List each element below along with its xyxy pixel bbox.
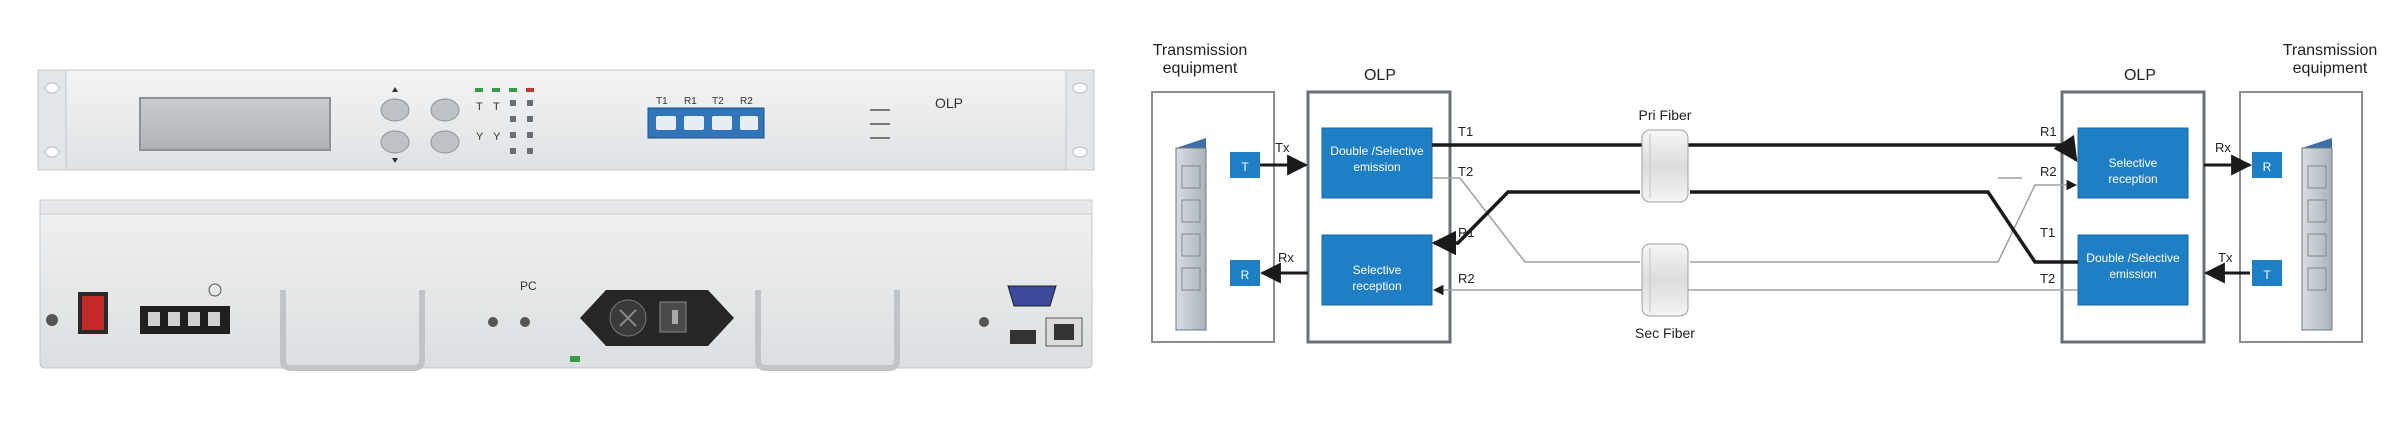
- port-r1-label: R1: [1458, 225, 1475, 240]
- left-rx-port: [1230, 260, 1260, 286]
- svg-text:T: T: [2263, 268, 2271, 282]
- right-tx-port: [2252, 260, 2282, 286]
- keypad: [380, 98, 460, 154]
- right-sender-box: [2077, 234, 2189, 306]
- svg-text:R: R: [2263, 160, 2272, 174]
- led-label: T: [476, 101, 483, 113]
- primary-fiber-label: Pri Fiber: [1639, 107, 1692, 123]
- handle-left: [280, 290, 425, 371]
- left-receiver-box: [1321, 234, 1433, 306]
- led-indicators: T T Y Y: [475, 88, 534, 154]
- right-rx-port: [2252, 152, 2282, 178]
- primary-fiber-return-b: [1431, 190, 1640, 256]
- left-rx-signal: Rx: [1278, 250, 1294, 265]
- rear-panel: PC: [39, 199, 1093, 371]
- port-r2-label: R2: [1458, 271, 1475, 286]
- brand-label: OLP: [935, 95, 963, 111]
- primary-fiber-return-a: [1690, 190, 2078, 264]
- left-tx-port: [1230, 152, 1260, 178]
- port-t1-label: T1: [1458, 124, 1473, 139]
- front-panel: T T Y Y: [37, 69, 1095, 171]
- secondary-fiber-t2: [1432, 177, 1640, 263]
- secondary-fiber-spool: [1641, 243, 1689, 317]
- port-r1-right-label: R1: [2040, 124, 2057, 139]
- ethernet-port: [1045, 317, 1083, 347]
- port-label: T1: [656, 96, 668, 107]
- right-transmission-equipment: R T: [2239, 91, 2363, 343]
- port-label: T2: [712, 96, 724, 107]
- right-rx-signal: Rx: [2215, 140, 2231, 155]
- left-tx-signal: Tx: [1275, 140, 1290, 155]
- olp-device-photos: T T Y Y: [0, 0, 1130, 428]
- handle-right: [755, 290, 900, 371]
- serial-port: [1007, 285, 1057, 307]
- rear-label: PC: [520, 279, 537, 293]
- port-t1-right-label: T1: [2040, 225, 2055, 240]
- secondary-fiber-to-r2: [1690, 179, 2078, 263]
- power-switch: [82, 296, 104, 330]
- led-label: T: [493, 101, 500, 113]
- port-label: R1: [684, 96, 697, 107]
- right-receiver-box: [2077, 127, 2189, 199]
- led-label: Y: [476, 131, 484, 143]
- port-t2-right-label: T2: [2040, 271, 2055, 286]
- primary-fiber-t1-r1: [1432, 134, 2078, 163]
- device-illustration: T T Y Y: [37, 69, 1095, 371]
- right-olp-label: OLP: [2124, 67, 2156, 84]
- lcd-display: [139, 97, 331, 151]
- fiber-port-block: T1 R1 T2 R2: [647, 96, 765, 139]
- led-label: Y: [493, 131, 501, 143]
- left-sender-box: [1321, 127, 1433, 199]
- left-olp-label: OLP: [1364, 67, 1396, 84]
- power-inlet: [580, 290, 734, 346]
- svg-text:T: T: [1241, 160, 1249, 174]
- port-r2-right-label: R2: [2040, 164, 2057, 179]
- port-t2-label: T2: [1458, 164, 1473, 179]
- primary-fiber-spool: [1641, 129, 1689, 203]
- right-tx-signal: Tx: [2218, 250, 2233, 265]
- left-transmission-equipment: T R: [1151, 91, 1275, 343]
- svg-text:R: R: [1241, 268, 1250, 282]
- port-label: R2: [740, 96, 753, 107]
- secondary-fiber-label: Sec Fiber: [1635, 325, 1695, 341]
